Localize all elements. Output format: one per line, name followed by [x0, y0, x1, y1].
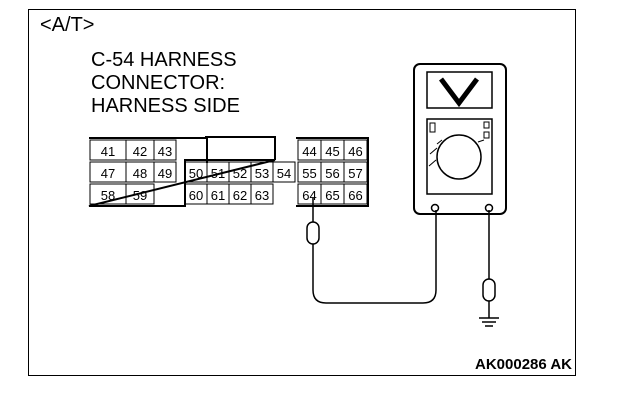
connector-cell	[250, 183, 274, 205]
figure-code: AK000286 AK	[475, 356, 572, 373]
connector-cell	[272, 161, 296, 183]
terminal-label: 53	[255, 166, 269, 181]
terminal-label: 55	[302, 166, 316, 181]
figure-frame	[28, 9, 576, 376]
test-probe	[306, 198, 437, 304]
terminal-label: 42	[133, 144, 147, 159]
terminal-label: 50	[189, 166, 203, 181]
terminal-label: 54	[277, 166, 291, 181]
terminal-label: 66	[348, 188, 362, 203]
terminal-label: 48	[133, 166, 147, 181]
terminal-label: 59	[133, 188, 147, 203]
terminal-label: 62	[233, 188, 247, 203]
connector-title-line-1: C-54 HARNESS	[91, 49, 237, 71]
voltmeter	[413, 63, 507, 215]
terminal-label: 61	[211, 188, 225, 203]
terminal-label: 46	[348, 144, 362, 159]
connector-title-line-3: HARNESS SIDE	[91, 95, 240, 117]
ground-lead	[482, 210, 496, 318]
terminal-label: 63	[255, 188, 269, 203]
terminal-label: 43	[158, 144, 172, 159]
terminal-label: 47	[101, 166, 115, 181]
terminal-label: 52	[233, 166, 247, 181]
connector-cell	[153, 161, 177, 183]
terminal-label: 45	[325, 144, 339, 159]
v-jack-icon	[484, 203, 494, 213]
terminal-label: 41	[101, 144, 115, 159]
terminal-label: 64	[302, 188, 316, 203]
terminal-label: 60	[189, 188, 203, 203]
connector-cell	[125, 183, 155, 205]
ground-icon	[479, 317, 499, 327]
voltage-symbol-icon	[439, 77, 479, 108]
variant-label: <A/T>	[40, 14, 95, 36]
connector-title-line-2: CONNECTOR:	[91, 72, 226, 94]
terminal-label: 51	[211, 166, 225, 181]
terminal-label: 44	[302, 144, 316, 159]
connector-outline	[88, 136, 369, 207]
connector-cell	[343, 139, 368, 161]
connector-cell	[343, 183, 368, 205]
com-jack-icon	[430, 203, 440, 213]
terminal-label: 57	[348, 166, 362, 181]
terminal-label: 56	[325, 166, 339, 181]
terminal-label: 65	[325, 188, 339, 203]
terminal-label: 49	[158, 166, 172, 181]
connector-cell	[153, 139, 177, 161]
terminal-label: 58	[101, 188, 115, 203]
connector-cell	[343, 161, 368, 183]
